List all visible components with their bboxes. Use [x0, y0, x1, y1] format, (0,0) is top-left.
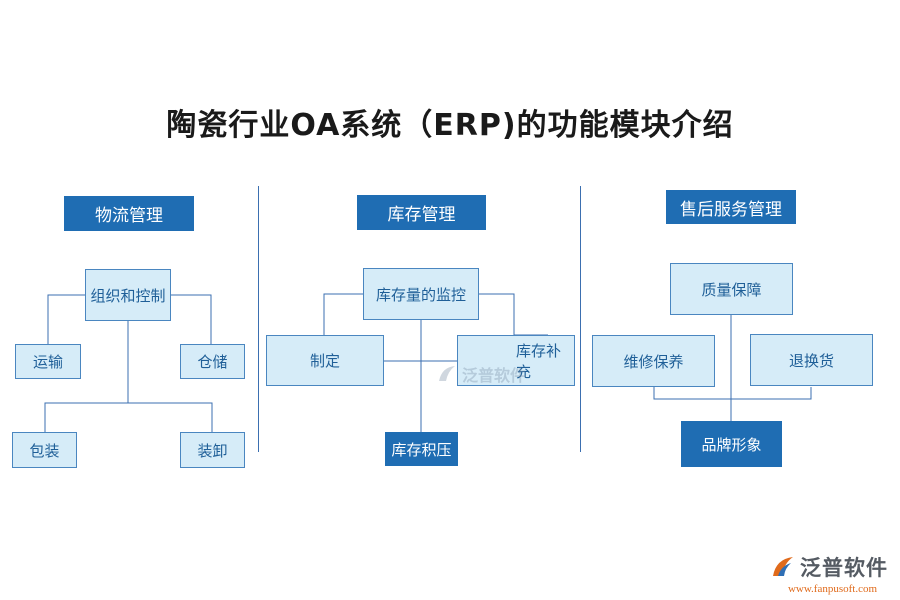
brand-url: www.fanpusoft.com	[787, 583, 878, 595]
logistics-header: 物流管理	[64, 196, 194, 231]
quality-assurance-node: 质量保障	[670, 263, 793, 315]
after-sales-header: 售后服务管理	[666, 190, 796, 224]
page-title: 陶瓷行业OA系统（ERP)的功能模块介绍	[166, 108, 734, 143]
brand-name: 泛普软件	[800, 556, 888, 580]
storage-node: 仓储	[180, 344, 245, 379]
brand-image-node: 品牌形象	[681, 421, 782, 467]
brand-logo: 泛普软件 www.fanpusoft.com	[770, 552, 895, 595]
section-divider-2	[580, 186, 581, 452]
inventory-replenish-node: 库存补充	[457, 335, 575, 386]
brand-logo-icon	[773, 557, 793, 576]
formulate-node: 制定	[266, 335, 384, 386]
organize-control-node: 组织和控制	[85, 269, 171, 321]
transport-node: 运输	[15, 344, 81, 379]
inventory-header: 库存管理	[357, 195, 486, 230]
inventory-monitor-node: 库存量的监控	[363, 268, 479, 320]
loading-node: 装卸	[180, 432, 245, 468]
inventory-backlog-node: 库存积压	[385, 432, 458, 466]
packaging-node: 包装	[12, 432, 77, 468]
maintenance-node: 维修保养	[592, 335, 715, 387]
section-divider-1	[258, 186, 259, 452]
return-exchange-node: 退换货	[750, 334, 873, 386]
